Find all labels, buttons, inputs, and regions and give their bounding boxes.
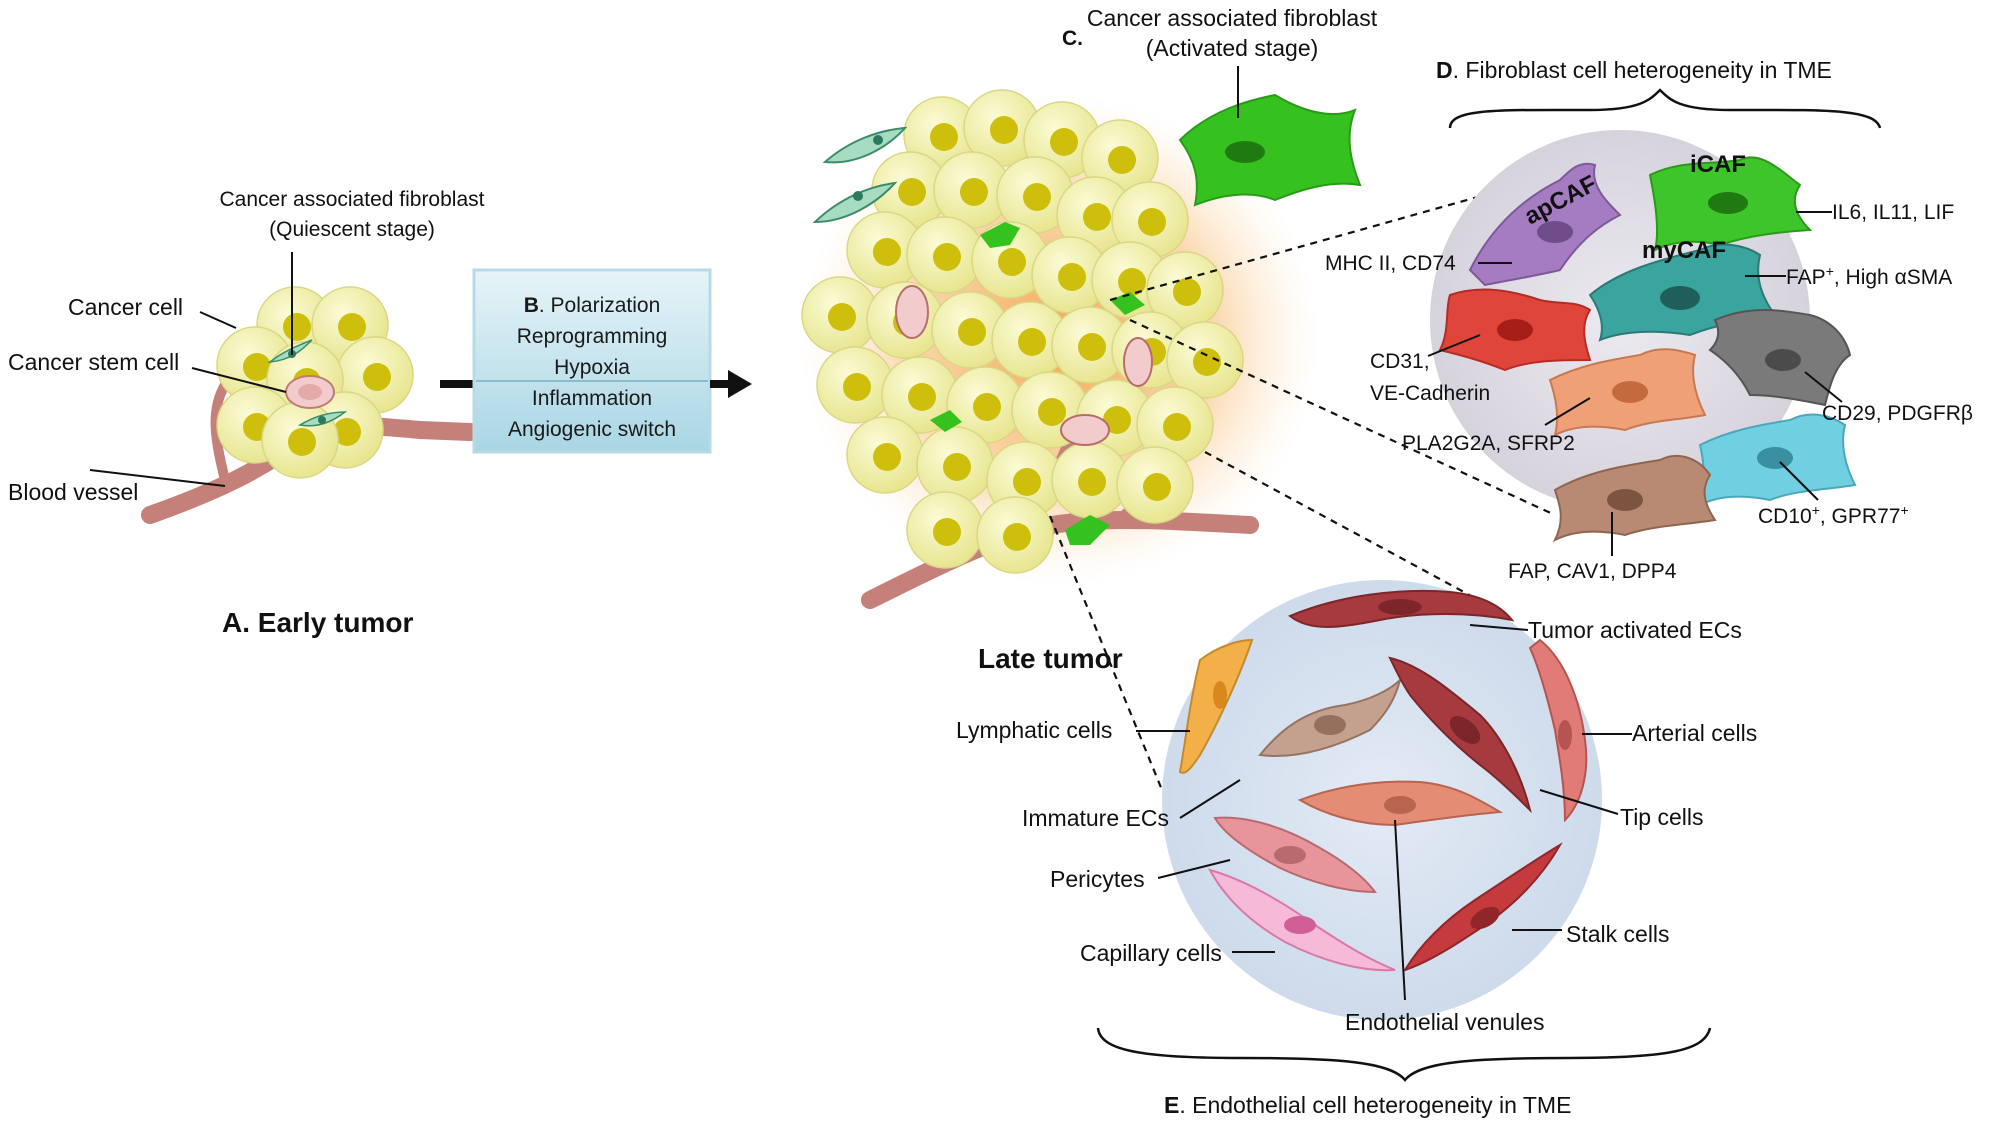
capillary-label: Capillary cells xyxy=(1080,940,1222,966)
panel-b-letter: B xyxy=(524,294,539,317)
transition-line1: B. Polarization xyxy=(524,294,661,317)
transition-line3: Hypoxia xyxy=(554,356,630,379)
transition-box xyxy=(472,268,712,454)
early-tumor-title: A. Early tumor xyxy=(222,607,413,638)
blood-vessel-label: Blood vessel xyxy=(8,479,138,505)
endothelial-venule-cell xyxy=(1297,780,1504,827)
caf-activated-label-line2: (Activated stage) xyxy=(1146,35,1319,61)
cd31-markers-line2: VE-Cadherin xyxy=(1370,382,1490,405)
mycaf-label: myCAF xyxy=(1642,237,1726,264)
panel-e-title-rest: . Endothelial cell heterogeneity in TME xyxy=(1179,1092,1571,1118)
lymphatic-label: Lymphatic cells xyxy=(956,717,1112,743)
panel-e-title: E. Endothelial cell heterogeneity in TME xyxy=(1164,1092,1571,1118)
pericytes-leader xyxy=(1157,859,1231,879)
cd10-marker: CD10 xyxy=(1758,505,1812,528)
cd31-markers-leader xyxy=(1427,334,1481,357)
panel-b-line1-rest: . Polarization xyxy=(539,294,660,317)
tip-label: Tip cells xyxy=(1620,804,1704,830)
lymphatic-cell xyxy=(1178,638,1254,774)
cd29-markers: CD29, PDGFRβ xyxy=(1822,402,1973,425)
cd10-markers: CD10+, GPR77+ xyxy=(1758,502,1909,528)
apcaf-markers: MHC II, CD74 xyxy=(1325,252,1456,275)
panel-c-letter: C. xyxy=(1062,27,1083,50)
tumor-activated-ec-label: Tumor activated ECs xyxy=(1528,617,1742,643)
cd31-cell xyxy=(1438,288,1592,372)
transition-line4: Inflammation xyxy=(532,387,652,410)
cancer-cell-leader xyxy=(199,311,237,329)
icaf-cell xyxy=(1648,156,1813,252)
pericyte-cell xyxy=(1213,816,1377,894)
cancer-stem-cell-leader xyxy=(191,367,287,393)
tumor-activated-ec-leader xyxy=(1469,624,1529,631)
transition-line2: Reprogramming xyxy=(517,325,668,348)
transition-line5: Angiogenic switch xyxy=(508,418,676,441)
caf-activated-label-line1: Cancer associated fibroblast xyxy=(1087,5,1378,31)
pla2g2a-cell xyxy=(1548,348,1707,437)
fap-cav1-cell xyxy=(1552,455,1717,543)
arterial-label: Arterial cells xyxy=(1632,720,1757,746)
cd10-marker-sup: + xyxy=(1812,502,1820,518)
cancer-cell-label: Cancer cell xyxy=(68,294,183,320)
gpr77-marker-sup: + xyxy=(1900,502,1908,518)
apcaf-cell xyxy=(1468,162,1622,287)
icaf-markers: IL6, IL11, LIF xyxy=(1832,201,1954,224)
panel-e-brace xyxy=(1096,1027,1712,1082)
mycaf-markers: FAP+, High αSMA xyxy=(1786,263,1952,289)
panel-d-letter: D xyxy=(1436,57,1453,83)
caf-quiescent-label-line1: Cancer associated fibroblast xyxy=(220,188,485,211)
tumor-activated-ec-cell xyxy=(1288,589,1515,628)
panel-e-letter: E xyxy=(1164,1092,1179,1118)
zoom-line-e-left xyxy=(1048,515,1164,791)
early-tumor-illustration xyxy=(141,286,479,524)
panel-d-brace xyxy=(1448,88,1882,129)
tip-leader xyxy=(1539,789,1619,815)
pla2g2a-markers-leader xyxy=(1544,397,1591,426)
tip-cell xyxy=(1388,656,1532,814)
icaf-label: iCAF xyxy=(1690,151,1746,178)
fap-cav1-markers: FAP, CAV1, DPP4 xyxy=(1508,560,1677,583)
stalk-label: Stalk cells xyxy=(1566,921,1670,947)
cd10-marker-gpr: , GPR77 xyxy=(1820,505,1901,528)
arterial-cell xyxy=(1528,638,1588,823)
venules-leader xyxy=(1394,819,1406,1001)
pla2g2a-markers: PLA2G2A, SFRP2 xyxy=(1402,432,1575,455)
mycaf-marker-fap: FAP xyxy=(1786,266,1826,289)
cancer-stem-cell-label: Cancer stem cell xyxy=(8,349,179,375)
caf-quiescent-label-line2: (Quiescent stage) xyxy=(269,218,435,241)
immature-ec-label: Immature ECs xyxy=(1022,805,1169,831)
cd31-markers-line1: CD31, xyxy=(1370,350,1430,373)
stalk-cell xyxy=(1402,842,1563,972)
activated-caf xyxy=(1178,93,1362,207)
transition-arrow-head xyxy=(710,370,752,398)
capillary-cell xyxy=(1208,868,1396,972)
late-tumor-title: Late tumor xyxy=(978,643,1123,674)
immature-ec-leader xyxy=(1179,779,1241,819)
cd29-markers-leader xyxy=(1804,371,1843,403)
mycaf-marker-fap-sup: + xyxy=(1826,263,1834,279)
panel-d-title-rest: . Fibroblast cell heterogeneity in TME xyxy=(1453,57,1832,83)
late-tumor-illustration xyxy=(800,89,1320,609)
panel-d-title: D. Fibroblast cell heterogeneity in TME xyxy=(1436,57,1832,83)
mycaf-marker-sma: , High αSMA xyxy=(1834,266,1952,289)
pericytes-label: Pericytes xyxy=(1050,866,1145,892)
blood-vessel-leader xyxy=(89,469,226,487)
venules-label: Endothelial venules xyxy=(1345,1009,1544,1035)
cd10-markers-leader xyxy=(1779,461,1819,501)
